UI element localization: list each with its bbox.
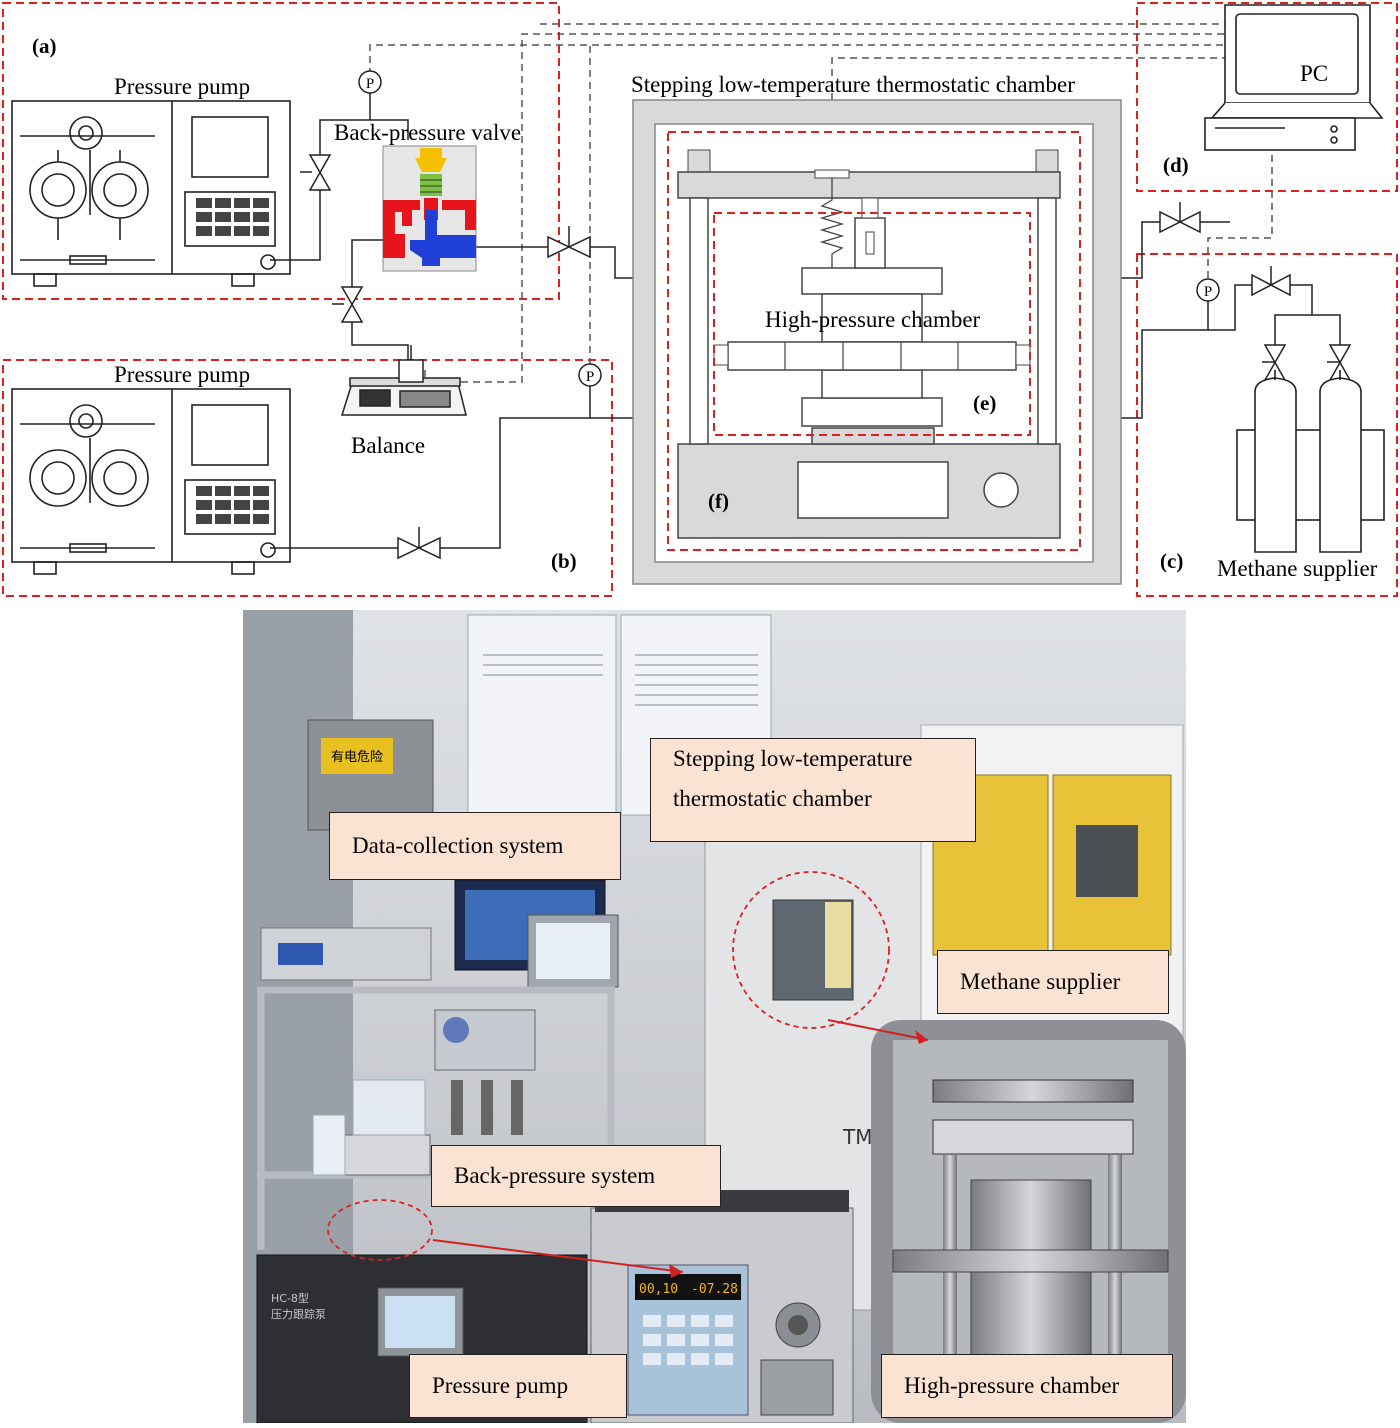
- callout-text: High-pressure chamber: [904, 1373, 1120, 1398]
- callout-text: Back-pressure system: [454, 1163, 656, 1188]
- cable-gauge-right: [1207, 152, 1273, 278]
- label-balance: Balance: [351, 433, 425, 458]
- cable-chamber: [831, 57, 1232, 268]
- region-b: [2, 359, 613, 597]
- panel-label-f: (f): [708, 489, 729, 513]
- gauge-label: P: [1204, 284, 1212, 300]
- region-f: [667, 131, 1081, 551]
- callout-back-pressure-system: Back-pressure system: [431, 1145, 721, 1207]
- callout-data-collection: Data-collection system: [329, 812, 621, 880]
- wall-poster: [467, 614, 617, 816]
- cable-gauge-top: [369, 44, 1232, 75]
- callout-methane-supplier: Methane supplier: [937, 950, 1169, 1014]
- callout-text: Pressure pump: [432, 1373, 569, 1398]
- label-pc: PC: [1300, 61, 1328, 86]
- back-pressure-valve-icon: [382, 145, 477, 272]
- label-high-pressure-chamber: High-pressure chamber: [765, 307, 981, 332]
- pump-display-2: -07.28: [691, 1282, 738, 1297]
- gauge-label: P: [586, 369, 594, 385]
- balance-icon: [340, 345, 467, 416]
- thermostatic-chamber-icon: [632, 99, 1122, 585]
- pc-icon: [1204, 4, 1384, 151]
- panel-label-d: (d): [1163, 153, 1189, 177]
- experimental-setup-schematic: P P P: [2, 2, 1398, 597]
- pump-name-text: 压力跟踪泵: [271, 1307, 326, 1321]
- region-a: [2, 2, 560, 300]
- methane-cylinders-icon: [1236, 370, 1385, 553]
- callout-text: Data-collection system: [352, 833, 564, 858]
- callout-text: thermostatic chamber: [673, 786, 872, 811]
- region-c: [1136, 253, 1398, 597]
- panel-label-c: (c): [1160, 549, 1183, 573]
- callout-text: Stepping low-temperature: [673, 746, 913, 771]
- gauge-label: P: [366, 76, 374, 92]
- callout-text: Methane supplier: [960, 969, 1121, 994]
- pressure-pump-bottom-icon: [11, 388, 291, 575]
- panel-label-a: (a): [32, 34, 57, 58]
- brand-mark: TM: [842, 1125, 872, 1149]
- pump-display-1: 00,10: [639, 1282, 678, 1297]
- label-pressure-pump-top: Pressure pump: [114, 74, 250, 99]
- laboratory-photo: 有电危险 TM H: [243, 610, 1186, 1423]
- callout-high-pressure-chamber: High-pressure chamber: [881, 1354, 1173, 1418]
- pump-model-text: HC-8型: [271, 1291, 309, 1305]
- region-e: [713, 212, 1031, 436]
- pressure-gauge-icon: [358, 70, 1220, 387]
- callout-thermostatic-chamber: Stepping low-temperature thermostatic ch…: [650, 738, 976, 842]
- cable-balance: [424, 33, 1232, 383]
- valve-icon: [300, 154, 1352, 560]
- callout-pressure-pump: Pressure pump: [409, 1354, 627, 1418]
- warning-sign-text: 有电危险: [331, 750, 383, 765]
- label-thermostatic-chamber: Stepping low-temperature thermostatic ch…: [631, 72, 1075, 97]
- panel-label-e: (e): [973, 391, 996, 415]
- label-methane-supplier: Methane supplier: [1217, 556, 1378, 581]
- region-d: [1136, 2, 1398, 192]
- label-pressure-pump-bottom: Pressure pump: [114, 362, 250, 387]
- panel-label-b: (b): [551, 549, 577, 573]
- label-back-pressure-valve: Back-pressure valve: [334, 120, 521, 145]
- pressure-pump-top-icon: [11, 100, 291, 287]
